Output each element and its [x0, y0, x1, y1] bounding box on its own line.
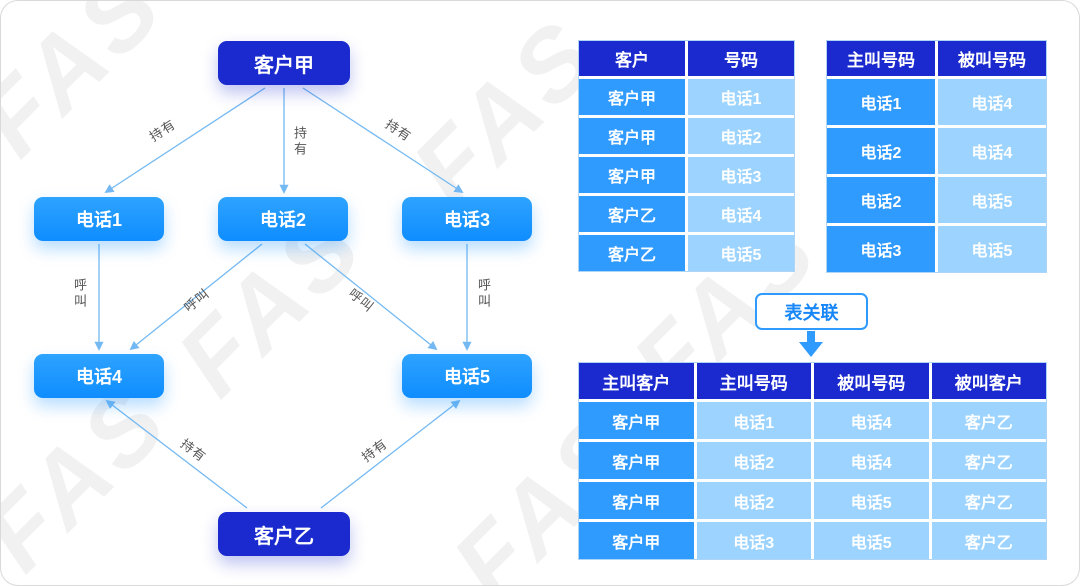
table-cell: 客户甲	[579, 402, 694, 439]
node-customer-a: 客户甲	[218, 41, 350, 85]
table-cell: 客户乙	[931, 442, 1046, 479]
table-cell: 电话3	[696, 522, 811, 559]
graph-edges	[94, 87, 472, 509]
column-header: 被叫号码	[938, 41, 1046, 76]
table-cell: 电话5	[814, 522, 929, 559]
edge-line-holds-b-p5	[320, 399, 461, 509]
table-cell: 客户甲	[579, 482, 694, 519]
node-phone-4: 电话4	[34, 354, 164, 398]
table-cell: 电话3	[827, 226, 935, 272]
column-header: 号码	[688, 41, 794, 76]
table-cell: 电话4	[814, 402, 929, 439]
edge-line-holds-b-p4	[105, 399, 248, 509]
table-cell: 电话3	[688, 157, 794, 193]
table-cell: 电话5	[938, 177, 1046, 223]
edge-label-call-p3-p5: 呼叫	[476, 278, 491, 310]
node-phone-1: 电话1	[34, 197, 164, 241]
table-cell: 客户乙	[931, 522, 1046, 559]
node-phone-2: 电话2	[218, 197, 348, 241]
customer-number-table: 客户 号码 客户甲 电话1 客户甲 电话2 客户甲 电话3 客户乙 电话4 客户…	[578, 40, 795, 272]
table-cell: 电话5	[814, 482, 929, 519]
table-cell: 电话2	[827, 177, 935, 223]
table-cell: 电话4	[938, 79, 1046, 125]
table-cell: 电话4	[938, 128, 1046, 174]
joined-result-table: 主叫客户 主叫号码 被叫号码 被叫客户 客户甲 电话1 电话4 客户乙 客户甲 …	[578, 362, 1047, 560]
table-cell: 客户甲	[579, 79, 685, 115]
table-cell: 电话1	[827, 79, 935, 125]
table-cell: 电话2	[827, 128, 935, 174]
table-cell: 电话2	[688, 118, 794, 154]
table-cell: 客户乙	[579, 235, 685, 271]
edge-line-call-p2-p4	[129, 243, 263, 351]
edge-line-holds-a-p3	[302, 87, 464, 193]
column-header: 被叫客户	[931, 363, 1046, 399]
table-cell: 电话5	[688, 235, 794, 271]
node-customer-b: 客户乙	[218, 512, 350, 556]
column-header: 主叫号码	[827, 41, 935, 76]
table-cell: 客户甲	[579, 157, 685, 193]
table-cell: 客户乙	[931, 402, 1046, 439]
table-join-badge: 表关联	[755, 293, 868, 330]
column-header: 主叫客户	[579, 363, 694, 399]
edge-line-holds-a-p1	[104, 87, 266, 193]
table-cell: 电话5	[938, 226, 1046, 272]
edge-line-call-p2-p5	[304, 243, 438, 351]
table-cell: 客户甲	[579, 118, 685, 154]
column-header: 主叫号码	[696, 363, 811, 399]
edge-label-holds-a-p2: 持有	[292, 126, 307, 158]
table-cell: 电话1	[688, 79, 794, 115]
down-arrow-icon	[799, 331, 823, 357]
column-header: 客户	[579, 41, 685, 76]
table-cell: 客户甲	[579, 442, 694, 479]
table-cell: 客户甲	[579, 522, 694, 559]
table-cell: 客户乙	[579, 196, 685, 232]
table-cell: 电话4	[814, 442, 929, 479]
column-header: 被叫号码	[814, 363, 929, 399]
table-cell: 电话4	[688, 196, 794, 232]
node-phone-5: 电话5	[402, 354, 532, 398]
table-cell: 电话1	[696, 402, 811, 439]
table-cell: 电话2	[696, 482, 811, 519]
call-records-table: 主叫号码 被叫号码 电话1 电话4 电话2 电话4 电话2 电话5 电话3 电话…	[826, 40, 1047, 273]
table-cell: 客户乙	[931, 482, 1046, 519]
node-phone-3: 电话3	[402, 197, 532, 241]
edge-label-call-p1-p4: 呼叫	[72, 278, 87, 310]
table-cell: 电话2	[696, 442, 811, 479]
